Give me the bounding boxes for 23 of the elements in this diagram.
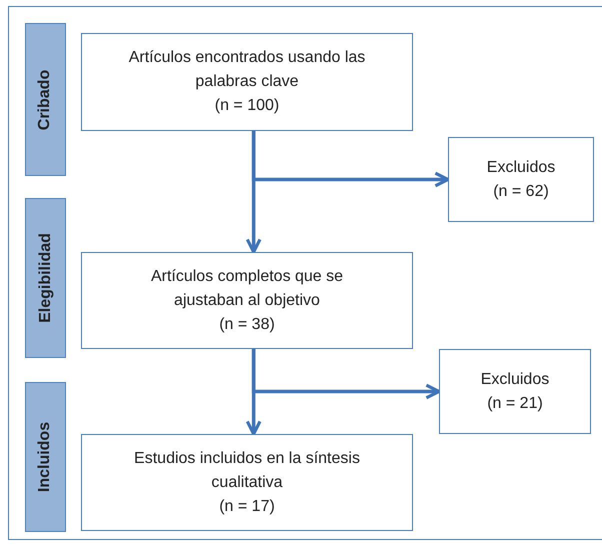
stage-label: Elegibilidad	[36, 233, 54, 323]
count-text: (n = 21)	[486, 394, 544, 414]
box-text: Excluidos	[480, 370, 550, 390]
stage-band	[25, 382, 66, 532]
count-text: (n = 38)	[218, 314, 276, 334]
box-text: Estudios incluidos en la síntesis cualitativa	[133, 448, 361, 492]
stage-label: Cribado	[36, 69, 54, 130]
stage-band	[25, 198, 66, 358]
box-text: Artículos encontrados usando las palabras clave	[128, 48, 366, 92]
count-text: (n = 62)	[492, 182, 550, 202]
process-box	[81, 252, 413, 349]
process-box	[81, 434, 413, 531]
arrow	[252, 131, 450, 188]
box-text: Excluidos	[486, 158, 556, 178]
count-text: (n = 100)	[214, 96, 280, 116]
stage-label: Incluidos	[36, 422, 54, 492]
process-box	[81, 33, 413, 131]
box-text: Artículos completos que se ajustaban al objetivo	[150, 266, 344, 310]
arrow	[252, 349, 441, 400]
process-box	[448, 137, 594, 222]
process-box	[439, 349, 591, 434]
stage-band	[25, 23, 66, 176]
count-text: (n = 17)	[218, 496, 276, 516]
